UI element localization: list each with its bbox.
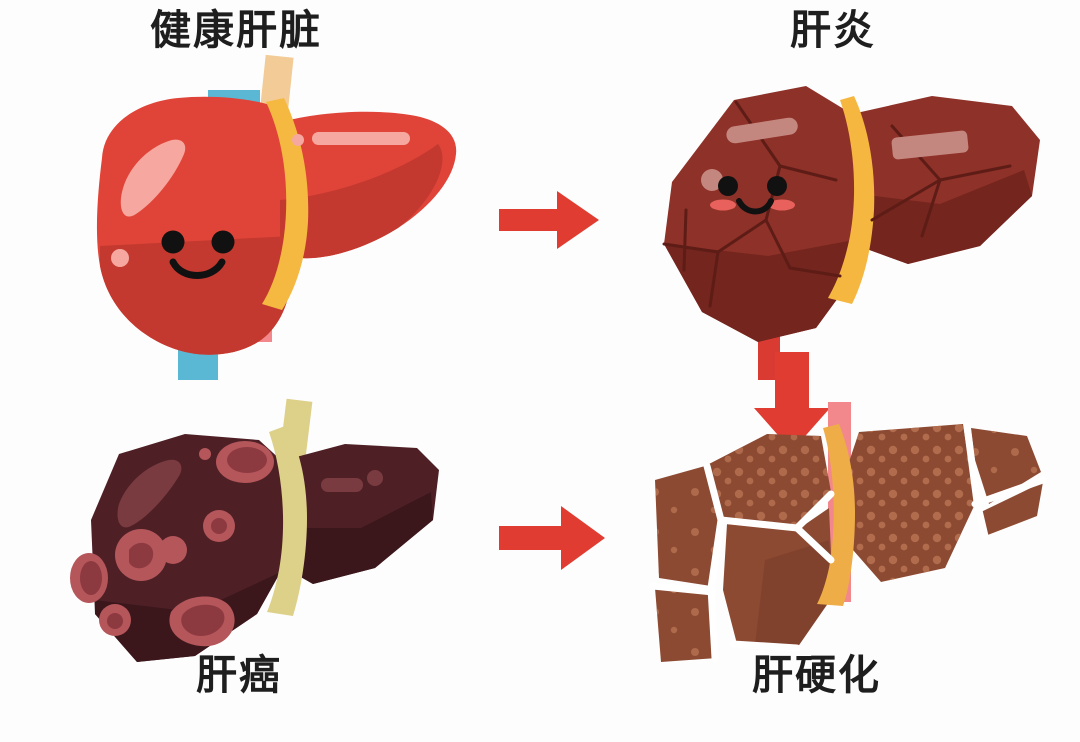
- stage-label-healthy: 健康肝脏: [150, 7, 322, 53]
- hepatitis-blush-left: [710, 199, 736, 211]
- arrow-right-icon: [499, 506, 605, 570]
- cirrhosis-nodule-right-main-texture: [849, 424, 975, 582]
- cirrhosis-nodule-upper-left-texture: [709, 434, 831, 526]
- tumor-nodule-core: [107, 613, 123, 629]
- liver-eye-right: [211, 230, 235, 254]
- liver-right-lobe-shade: [280, 144, 443, 259]
- bile-duct-band: [262, 98, 309, 310]
- tumor-nodule-core: [227, 447, 267, 473]
- hepatitis-highlight-left: [726, 117, 798, 144]
- arrow-down-icon: [754, 352, 830, 451]
- liver-right-highlight-dot: [292, 134, 304, 146]
- hepatitis-blush-right: [769, 199, 795, 211]
- stage-label-hepatitis: 肝炎: [790, 7, 876, 53]
- liver-highlight-large: [120, 139, 186, 217]
- hepatitis-left-lobe-shade: [664, 240, 854, 342]
- liver-smile: [169, 258, 226, 279]
- hepatitis-eye-left: [718, 176, 738, 196]
- stage-label-cirrhosis: 肝硬化: [752, 652, 881, 698]
- cirrhosis-nodule-right-wedge: [981, 482, 1043, 536]
- tumor-nodule-core: [80, 561, 102, 595]
- hepatitis-eye-right: [767, 176, 787, 196]
- liver-hepatitis-illustration: [640, 70, 1060, 380]
- arrow-right-icon: [499, 191, 599, 249]
- arrow-healthy-to-hepatitis: [495, 185, 605, 255]
- cirrhosis-nodule-left-upper-texture: [655, 466, 719, 586]
- liver-cirrhosis-illustration: [645, 400, 1065, 670]
- hepatitis-bile-duct-band: [828, 96, 875, 304]
- arrow-cirrhosis-to-cancer: [495, 500, 610, 575]
- liver-face-healthy: [161, 230, 235, 279]
- liver-eye-left: [161, 230, 185, 254]
- liver-highlight-dot: [111, 249, 129, 267]
- liver-right-highlight: [312, 132, 410, 145]
- cancer-bile-duct-band: [267, 426, 307, 616]
- tumor-nodule-core: [129, 542, 154, 569]
- cirrhosis-fissures: [649, 422, 1047, 662]
- cancer-right-lobe-shade: [285, 492, 433, 584]
- arrow-hepatitis-to-cirrhosis: [742, 350, 842, 455]
- hepatitis-highlight-dot: [701, 169, 723, 191]
- tumor-nodule: [199, 448, 211, 460]
- hepatitis-highlight-right: [891, 130, 969, 160]
- tumor-nodule-lobed-core: [181, 604, 225, 636]
- cancer-tumor-lesions: [70, 441, 274, 647]
- cancer-right-highlight-dot: [367, 470, 383, 486]
- liver-left-lobe-shade: [100, 236, 292, 355]
- cancer-surface-highlight: [117, 459, 182, 528]
- cirrhosis-nodule-center-shade: [755, 540, 833, 648]
- tumor-nodule-core: [211, 518, 227, 534]
- liver-cancer-illustration: [45, 398, 465, 670]
- stage-label-cancer: 肝癌: [196, 652, 282, 698]
- cirrhosis-nodule-left-lower-texture: [655, 588, 717, 662]
- hepatitis-right-lobe-shade: [858, 170, 1032, 264]
- liver-face-hepatitis: [710, 176, 795, 215]
- hepatitis-smile: [736, 198, 774, 215]
- cirrhosis-bile-duct-band: [817, 424, 855, 606]
- cirrhosis-nodule-right-tip-texture: [971, 428, 1041, 504]
- liver-healthy-illustration: [60, 50, 480, 390]
- cancer-right-highlight: [321, 478, 363, 492]
